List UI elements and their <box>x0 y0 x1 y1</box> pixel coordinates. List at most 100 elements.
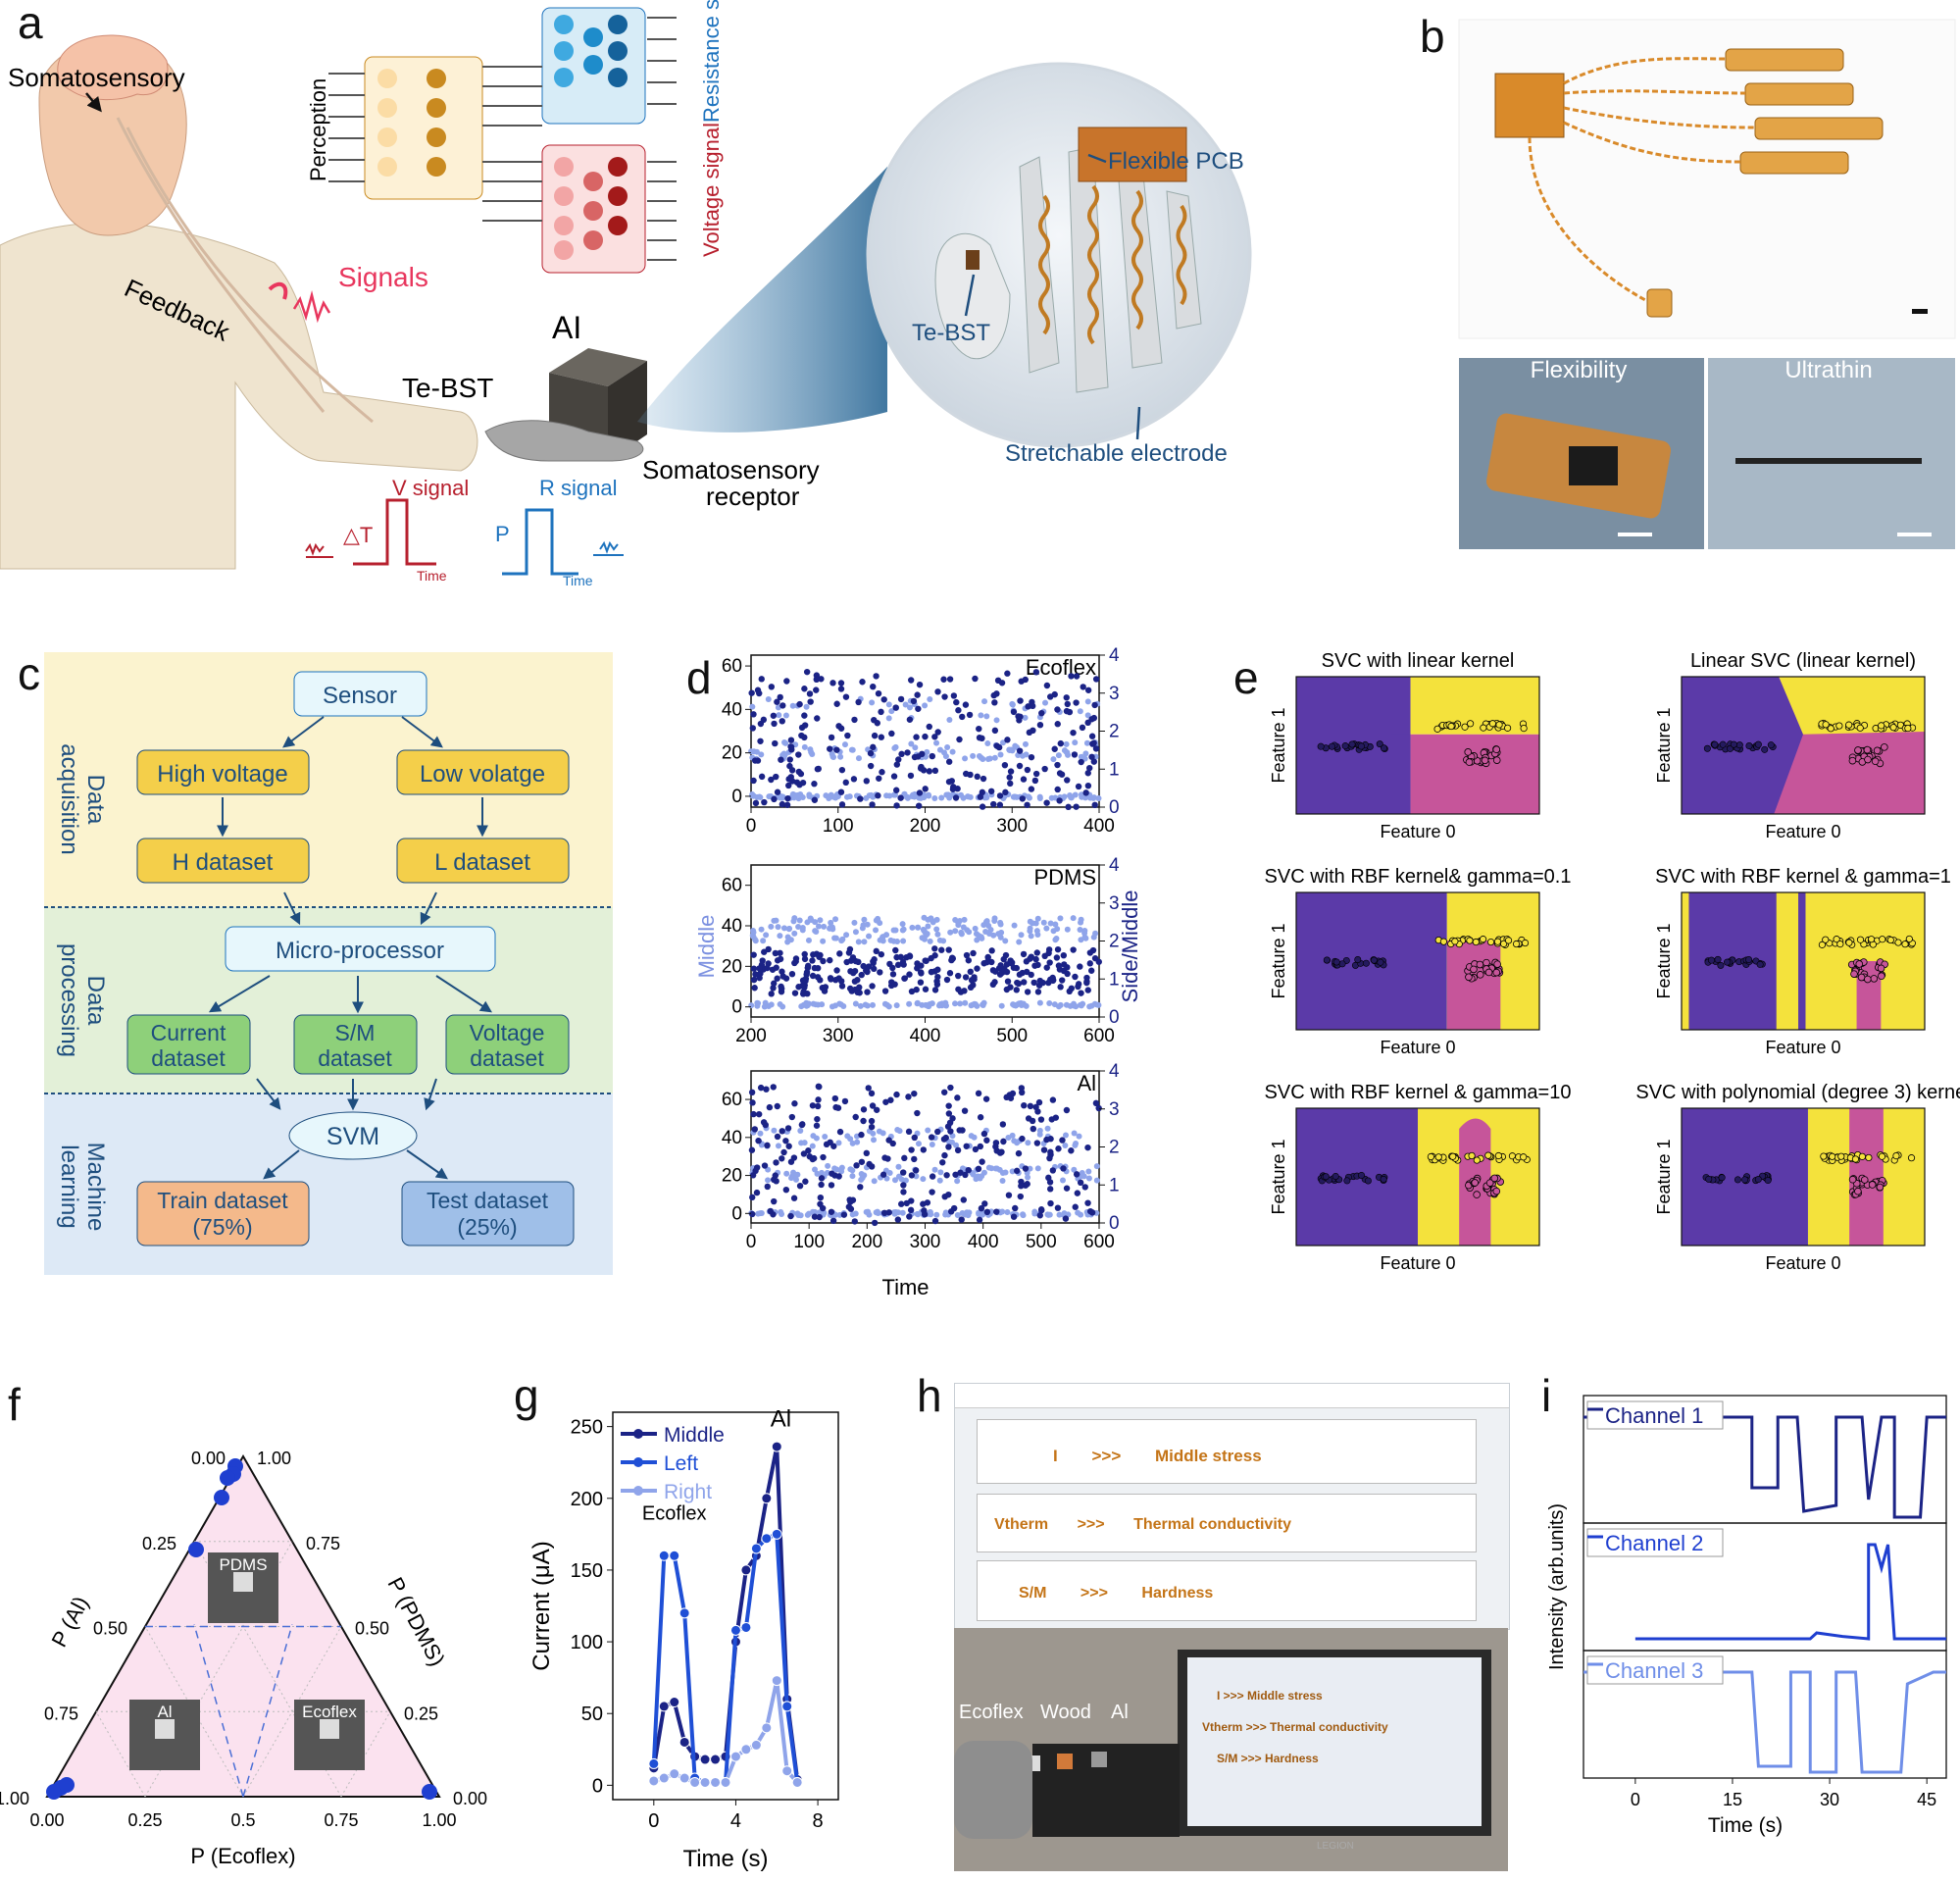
class1-point <box>1468 1151 1476 1160</box>
side-middle-point <box>796 782 803 788</box>
middle-point <box>801 1140 808 1146</box>
series-point <box>678 1607 690 1619</box>
side-middle-point <box>1071 751 1079 758</box>
group-processing-1: Data <box>82 976 109 1026</box>
side-middle-point <box>759 957 766 964</box>
middle-point <box>961 916 968 923</box>
side-middle-point <box>768 684 776 690</box>
side-middle-point <box>955 707 962 714</box>
middle-point <box>1011 922 1018 929</box>
side-middle-point <box>1064 970 1071 978</box>
side-middle-point <box>910 697 918 705</box>
side-middle-point <box>894 961 902 969</box>
side-middle-point <box>869 801 876 808</box>
region-magenta <box>1410 734 1539 814</box>
class1-point <box>1829 1152 1836 1160</box>
side-middle-point <box>1092 745 1100 752</box>
side-middle-point <box>814 715 821 722</box>
side-middle-point <box>952 1171 959 1178</box>
middle-point <box>892 791 899 798</box>
series-point <box>720 1776 731 1788</box>
side-middle-point <box>977 1114 984 1121</box>
side-middle-point <box>882 1098 889 1105</box>
class2-point <box>1848 1175 1857 1184</box>
middle-point <box>1002 938 1009 944</box>
side-middle-point <box>996 971 1004 978</box>
side-middle-point <box>785 1143 792 1149</box>
middle-point <box>777 1001 783 1008</box>
middle-point <box>757 1130 764 1137</box>
y2-tick-label: 2 <box>1109 722 1120 742</box>
class1-point <box>1856 724 1864 732</box>
class0-point <box>1754 740 1762 748</box>
side-middle-point <box>869 1102 877 1109</box>
side-middle-point <box>784 1125 792 1132</box>
side-middle-point <box>774 1133 781 1141</box>
side-middle-point <box>934 688 941 695</box>
side-middle-point <box>818 1181 825 1189</box>
side-middle-point <box>799 982 806 990</box>
side-middle-point <box>779 1128 785 1135</box>
y-tick-label: 0 <box>731 787 742 807</box>
side-middle-point <box>749 725 757 732</box>
middle-point <box>852 1000 859 1007</box>
side-middle-point <box>753 1189 761 1196</box>
y2-tick-label: 1 <box>1109 759 1120 780</box>
side-middle-point <box>833 967 840 974</box>
class0-point <box>1730 740 1737 748</box>
middle-point <box>1083 739 1090 746</box>
middle-point <box>927 1208 933 1215</box>
middle-point <box>748 748 755 755</box>
side-middle-point <box>1084 782 1092 789</box>
side-middle-point <box>790 1154 798 1161</box>
class1-point <box>1484 1151 1492 1159</box>
panel-a-letter: a <box>18 0 43 48</box>
right-tick-label: 0.00 <box>453 1789 487 1808</box>
middle-point <box>790 1169 797 1176</box>
class2-point <box>1464 748 1473 756</box>
side-middle-point <box>993 1208 1000 1215</box>
v-signal-trace <box>353 498 436 566</box>
side-middle-point <box>943 1172 950 1179</box>
side-middle-point <box>773 1178 779 1185</box>
x-tick-label: 8 <box>813 1810 824 1832</box>
middle-point <box>790 918 797 925</box>
side-middle-point <box>1079 724 1086 732</box>
x-tick-label: 600 <box>1083 1026 1115 1046</box>
side-middle-point <box>750 976 758 984</box>
middle-point <box>978 712 984 719</box>
plot-frame <box>612 1411 839 1801</box>
side-middle-point <box>820 1153 827 1161</box>
side-middle-point <box>1073 803 1080 810</box>
class1-point <box>1901 941 1909 948</box>
middle-point <box>902 701 909 708</box>
side-middle-point <box>899 1169 907 1176</box>
y-tick-label: 0 <box>731 997 742 1018</box>
series-point <box>740 1564 752 1576</box>
side-middle-point <box>948 956 955 964</box>
class1-point <box>1486 938 1495 946</box>
side-middle-point <box>940 676 947 683</box>
software-plot-1 <box>977 1419 1477 1484</box>
side-middle-point <box>870 743 877 751</box>
side-middle-point <box>1057 739 1065 747</box>
group-acquisition-1: Data <box>82 775 109 825</box>
side-middle-point <box>1012 1204 1019 1212</box>
class0-point <box>1380 744 1387 752</box>
side-middle-point <box>911 1155 918 1163</box>
side-middle-point <box>1000 955 1007 963</box>
side-middle-point <box>1054 761 1061 769</box>
class0-point <box>1338 960 1346 968</box>
side-middle-point <box>1033 949 1040 956</box>
side-middle-point <box>1027 1102 1034 1110</box>
side-middle-point <box>1027 955 1033 962</box>
side-middle-point <box>940 1136 948 1143</box>
side-middle-point <box>873 947 879 955</box>
side-middle-point <box>943 976 951 984</box>
class1-point <box>1889 724 1897 732</box>
v-input-wave-icon <box>305 542 333 558</box>
side-middle-point <box>811 964 819 972</box>
te-bst-pointer <box>964 274 976 317</box>
middle-point <box>991 754 998 761</box>
side-middle-point <box>1002 788 1009 796</box>
